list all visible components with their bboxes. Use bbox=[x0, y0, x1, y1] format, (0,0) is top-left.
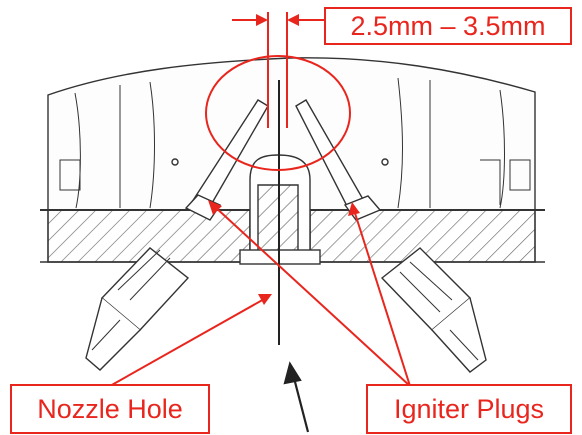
flow-arrow bbox=[283, 361, 310, 433]
igniter-plugs-label: Igniter Plugs bbox=[366, 384, 572, 434]
nozzle-leader bbox=[109, 294, 272, 387]
nozzle-hole-label: Nozzle Hole bbox=[10, 384, 210, 434]
gap-annotation bbox=[205, 12, 351, 171]
gap-highlight-circle bbox=[205, 55, 351, 171]
igniter-leaders bbox=[208, 200, 411, 387]
gap-spec-label: 2.5mm – 3.5mm bbox=[324, 7, 572, 45]
